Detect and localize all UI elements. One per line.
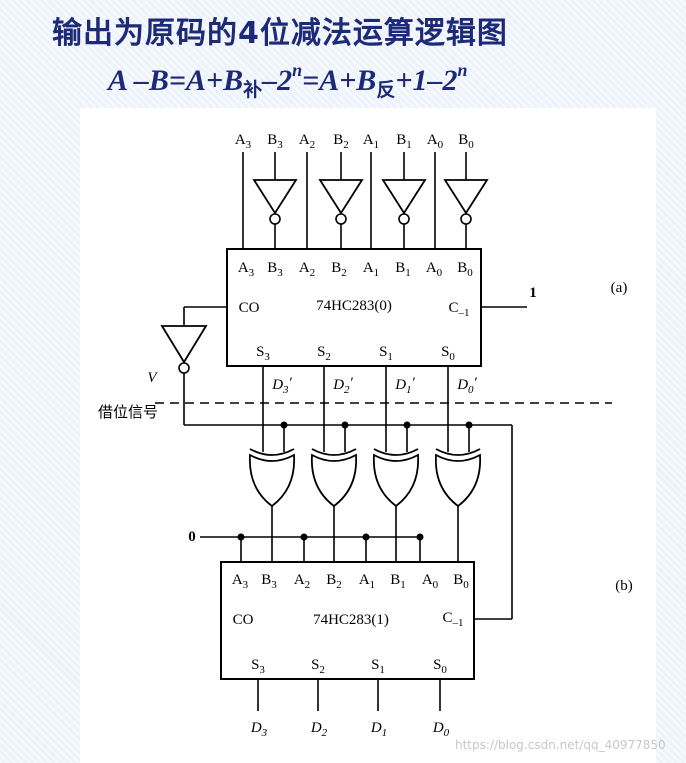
final-output-label: D3 <box>250 720 268 739</box>
formula-exp2: n <box>457 60 468 80</box>
xor-gate <box>373 453 419 508</box>
chip-a-sum-label: S1 <box>379 344 393 363</box>
chip-a-pin-label: A0 <box>426 260 443 279</box>
chip-b-pin-label: B2 <box>326 572 342 591</box>
chip-a-pin-label: A3 <box>238 260 255 279</box>
chip-a-pin-label: B2 <box>331 260 347 279</box>
top-input-label: A1 <box>363 132 379 151</box>
borrow-junction <box>403 421 411 429</box>
final-output-label: D1 <box>370 720 387 739</box>
inverter-label: V <box>147 370 158 386</box>
chip-b-sum-label: S2 <box>311 657 325 676</box>
not-gate <box>318 179 364 215</box>
chip-a-sum-label: S2 <box>317 344 331 363</box>
top-input-label: B1 <box>396 132 412 151</box>
not-bubble <box>335 213 347 225</box>
zero-junction <box>416 533 424 541</box>
chip-b-sum-label: S1 <box>371 657 385 676</box>
xor-gate <box>311 453 357 508</box>
chip-b-pin-label: B3 <box>261 572 277 591</box>
formula-tail: +1–2 <box>395 64 458 97</box>
top-input-label: A0 <box>427 132 444 151</box>
chip-b <box>220 561 475 680</box>
not-bubble <box>460 213 472 225</box>
borrow-junction <box>465 421 473 429</box>
chip-b-pin-label: A1 <box>359 572 375 591</box>
top-input-label: B0 <box>458 132 474 151</box>
chip-b-sum-label: S3 <box>251 657 265 676</box>
not-gate <box>252 179 298 215</box>
chip-b-pin-label: B0 <box>453 572 469 591</box>
chip-a-sum-label: S0 <box>441 344 455 363</box>
chip-a-pin-label: A1 <box>363 260 379 279</box>
slide-title: 输出为原码的4位减法运算逻辑图 <box>52 16 508 51</box>
mid-output-label: D0′ <box>456 375 477 396</box>
chip-a-pin-label: B1 <box>395 260 411 279</box>
not-bubble <box>398 213 410 225</box>
final-output-label: D0 <box>432 720 450 739</box>
xor-input-arc <box>435 448 481 456</box>
wires <box>155 152 612 711</box>
chip-b-sum-label: S0 <box>433 657 447 676</box>
borrow-junction <box>280 421 288 429</box>
zero-input-label: 0 <box>188 529 196 545</box>
chip-a-pin-label: B0 <box>457 260 473 279</box>
top-input-label: A2 <box>299 132 315 151</box>
not-gate <box>443 179 489 215</box>
formula-exp1: n <box>292 60 303 80</box>
borrow-inverter <box>160 325 208 364</box>
formula-eq2: =A+B <box>302 64 377 97</box>
chip-a-tag: (a) <box>611 280 628 296</box>
chip-b-pin-label: B1 <box>390 572 406 591</box>
xor-gate <box>249 453 295 508</box>
top-input-label: A3 <box>235 132 252 151</box>
final-output-label: D2 <box>310 720 328 739</box>
gates <box>160 179 489 680</box>
xor-gate <box>435 453 481 508</box>
cin-value: 1 <box>529 285 537 301</box>
formula-lhs: A –B=A+B <box>108 64 244 97</box>
top-input-label: B2 <box>333 132 349 151</box>
chip-a-sum-label: S3 <box>256 344 270 363</box>
chip-a-co-label: CO <box>239 300 260 316</box>
chip-a-name: 74HC283(0) <box>316 298 392 314</box>
xor-input-arc <box>249 448 295 456</box>
formula-middle: –2 <box>262 64 293 97</box>
chip-b-cin-label: C–1 <box>442 610 463 629</box>
mid-output-label: D3′ <box>271 375 292 396</box>
xor-input-arc <box>373 448 419 456</box>
subtraction-formula: A –B=A+B补–2n=A+B反+1–2n <box>108 60 467 102</box>
borrow-bubble <box>178 362 190 374</box>
mid-output-label: D1′ <box>394 375 415 396</box>
chip-b-pin-label: A2 <box>294 572 310 591</box>
watermark: https://blog.csdn.net/qq_40977850 <box>455 738 666 752</box>
zero-junction <box>362 533 370 541</box>
chip-b-tag: (b) <box>615 578 633 594</box>
chip-b-pin-label: A0 <box>422 572 439 591</box>
chip-b-co-label: CO <box>233 612 254 628</box>
top-input-label: B3 <box>267 132 283 151</box>
mid-output-label: D2′ <box>332 375 353 396</box>
not-gate <box>381 179 427 215</box>
formula-sub-complement: 补 <box>243 80 263 101</box>
chip-a <box>226 248 482 367</box>
chip-b-name: 74HC283(1) <box>313 612 389 628</box>
zero-junction <box>300 533 308 541</box>
chip-a-pin-label: A2 <box>299 260 315 279</box>
zero-junction <box>237 533 245 541</box>
chip-b-pin-label: A3 <box>232 572 249 591</box>
borrow-junction <box>341 421 349 429</box>
not-bubble <box>269 213 281 225</box>
chip-a-cin-label: C–1 <box>448 300 469 319</box>
formula-sub-ones: 反 <box>376 80 396 101</box>
xor-input-arc <box>311 448 357 456</box>
chip-a-pin-label: B3 <box>267 260 283 279</box>
borrow-signal-label: 借位信号 <box>98 404 158 421</box>
